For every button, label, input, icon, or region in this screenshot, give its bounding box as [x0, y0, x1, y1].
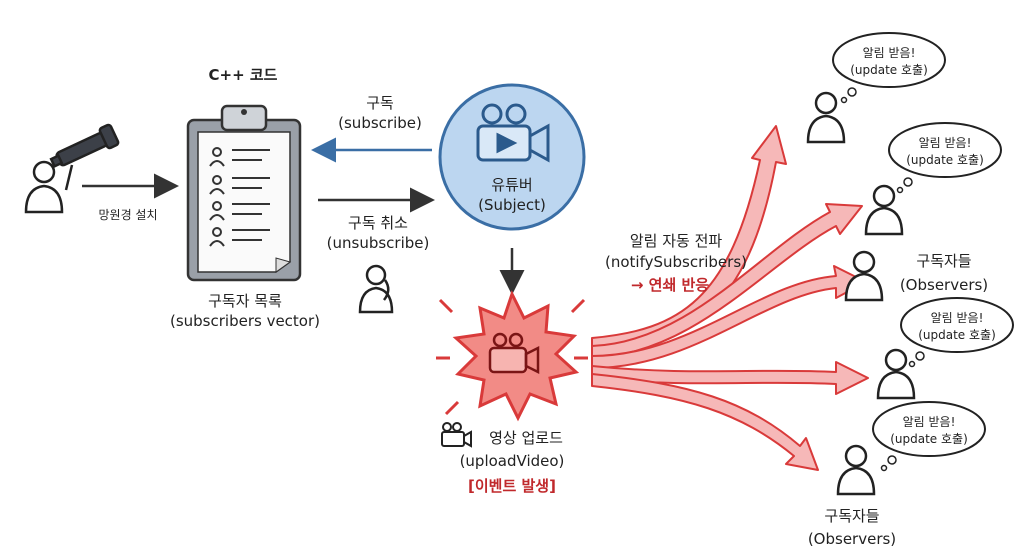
- subscriber-list-label: 구독자 목록: [208, 292, 282, 310]
- code-label: C++ 코드: [209, 66, 278, 84]
- thought-bubble: 알림 받음! (update 호출): [888, 122, 1002, 194]
- thought-bubble: 알림 받음! (update 호출): [900, 297, 1014, 368]
- chain-reaction-label: → 연쇄 반응: [631, 276, 709, 294]
- observers-label-top: 구독자들: [916, 252, 971, 270]
- subject-label: 유튜버: [491, 176, 532, 194]
- subscribe-sublabel: (subscribe): [338, 114, 422, 132]
- bubble-subtitle: (update 호출): [906, 153, 984, 167]
- observer-person-icon: [844, 250, 884, 302]
- notify-sublabel: (notifySubscribers): [605, 253, 747, 271]
- subscriber-list-sublabel: (subscribers vector): [170, 312, 320, 330]
- bubble-subtitle: (update 호출): [890, 432, 968, 446]
- thinking-person-icon: [358, 264, 394, 314]
- bubble-title: 알림 받음!: [931, 311, 984, 325]
- thought-bubble: 알림 받음! (update 호출): [872, 401, 986, 472]
- stream-5: [591, 373, 819, 471]
- unsubscribe-label: 구독 취소: [348, 214, 408, 232]
- observer-person-icon: [806, 91, 846, 144]
- telescope-person-icon: [24, 123, 120, 214]
- event-camera-icon: [488, 332, 540, 375]
- upload-sublabel: (uploadVideo): [460, 452, 565, 470]
- observers-label-bottom: 구독자들: [824, 507, 879, 525]
- bubble-title: 알림 받음!: [863, 46, 916, 60]
- bubble-title: 알림 받음!: [903, 415, 956, 429]
- observer-person-icon: [876, 348, 916, 400]
- observer-person-icon: [836, 444, 876, 496]
- video-camera-icon: [476, 103, 550, 163]
- stream-4: [591, 361, 869, 395]
- observers-sublabel-top: (Observers): [900, 276, 988, 294]
- unsubscribe-sublabel: (unsubscribe): [327, 234, 430, 252]
- thought-bubble: 알림 받음! (update 호출): [832, 32, 946, 104]
- stream-2: [591, 203, 863, 359]
- event-burst: [436, 290, 588, 422]
- observers-sublabel-bottom: (Observers): [808, 530, 896, 548]
- bubble-title: 알림 받음!: [919, 136, 972, 150]
- notification-streams: [591, 125, 869, 471]
- bubble-subtitle: (update 호출): [850, 63, 928, 77]
- clipboard-icon: [186, 104, 302, 282]
- subject-sublabel: (Subject): [478, 196, 546, 214]
- bubble-subtitle: (update 호출): [918, 328, 996, 342]
- notify-label: 알림 자동 전파: [630, 232, 723, 250]
- subject-node: 유튜버 (Subject): [438, 83, 586, 231]
- small-camera-icon: [441, 422, 472, 448]
- observer-person-icon: [864, 184, 904, 236]
- upload-label: 영상 업로드: [489, 429, 563, 447]
- event-label: [이벤트 발생]: [468, 477, 556, 495]
- subscribe-label: 구독: [366, 94, 394, 112]
- telescope-label: 망원경 설치: [98, 208, 157, 222]
